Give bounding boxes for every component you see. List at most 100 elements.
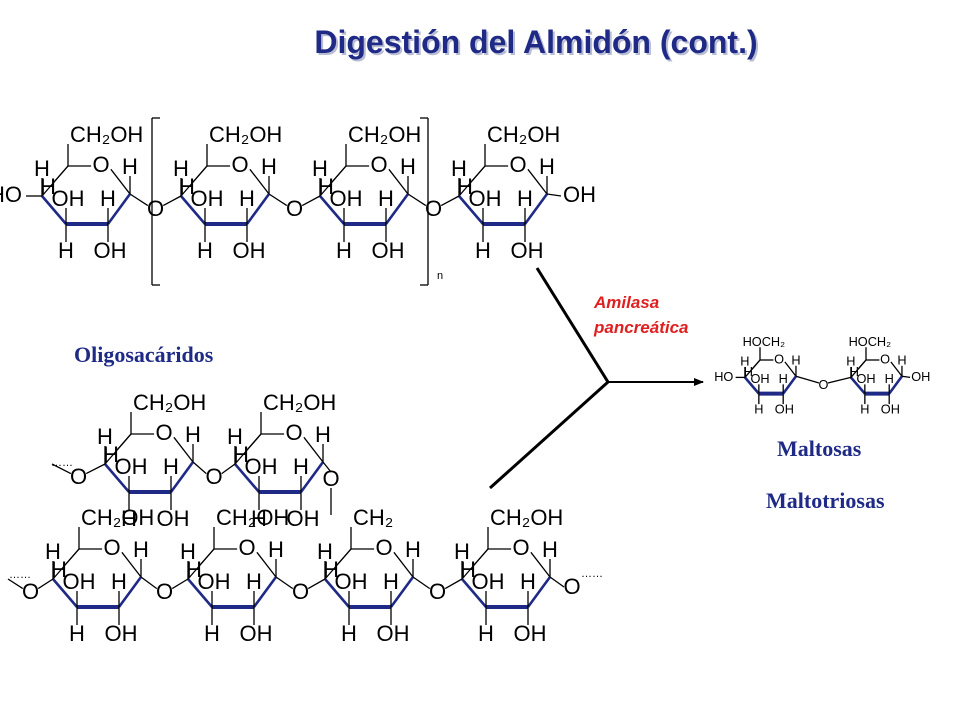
hydrogen-label: H: [261, 154, 277, 179]
bond: [827, 376, 852, 384]
hydrogen-label: H: [520, 569, 536, 594]
hydroxyl-label: OH: [911, 369, 930, 384]
hydroxyl-label: OH: [372, 238, 405, 263]
ring-oxygen-label: O: [103, 535, 120, 560]
hydrogen-label: H: [233, 442, 249, 467]
bond: [473, 548, 489, 566]
oligosaccharides-label: Oligosacáridos: [74, 342, 214, 367]
hydroxyl-label: OH: [472, 569, 505, 594]
bond: [784, 361, 797, 377]
bold-bond: [319, 195, 345, 225]
bond: [303, 436, 324, 463]
hydrogen-label: H: [475, 238, 491, 263]
hydrogen-label: H: [539, 154, 555, 179]
hydrogen-label: H: [40, 174, 56, 199]
hydroxyl-label: OH: [191, 186, 224, 211]
bond: [246, 433, 262, 451]
hydrogen-label: H: [293, 454, 309, 479]
bold-bond: [458, 195, 484, 225]
c6-group-label: CH₂OH: [216, 505, 289, 530]
c6-group-label: CH₂OH: [487, 122, 560, 147]
bond: [331, 165, 347, 183]
glycosidic-oxygen-label: O: [425, 196, 442, 221]
hydroxyl-label: OH: [157, 506, 190, 531]
bond: [407, 193, 427, 207]
chain-continuation: ……: [9, 569, 31, 581]
bond: [171, 578, 189, 590]
bold-bond: [389, 576, 415, 608]
bold-bond: [234, 463, 260, 493]
hydroxyl-label: OH: [52, 186, 85, 211]
hydrogen-label: H: [754, 401, 763, 416]
bond: [336, 548, 352, 566]
bond: [51, 463, 72, 475]
ring-oxygen-label: O: [509, 152, 526, 177]
hydroxyl-label: HO: [0, 182, 22, 207]
hydrogen-label: H: [173, 156, 189, 181]
hydrogen-label: H: [103, 442, 119, 467]
hydrogen-label: H: [791, 353, 800, 368]
ring-oxygen-label: O: [774, 351, 784, 366]
c6-group-label: CH₂: [353, 505, 393, 530]
bond: [121, 551, 142, 578]
glycosidic-oxygen-label: O: [70, 464, 87, 489]
hydrogen-label: H: [51, 557, 67, 582]
hydroxyl-label: OH: [63, 569, 96, 594]
hydrogen-label: H: [133, 537, 149, 562]
hydrogen-label: H: [405, 537, 421, 562]
bond: [751, 359, 761, 370]
enzyme-label-line1: Amilasa: [594, 293, 660, 312]
bold-bond: [888, 375, 904, 395]
hydrogen-label: H: [323, 557, 339, 582]
bond: [530, 551, 551, 578]
bold-bond: [743, 376, 760, 395]
hydroxyl-label: OH: [750, 371, 769, 386]
hydrogen-label: H: [97, 424, 113, 449]
hydroxyl-label: OH: [105, 621, 138, 646]
c6-group-label: HOCH₂: [743, 334, 786, 349]
bond: [549, 576, 565, 588]
hydrogen-label: H: [850, 364, 859, 379]
hydroxyl-label: OH: [240, 621, 273, 646]
hydrogen-label: H: [451, 156, 467, 181]
bond: [444, 578, 463, 590]
bold-bond: [41, 195, 67, 225]
hydroxyl-label: OH: [511, 238, 544, 263]
hydroxyl-label: OH: [881, 401, 900, 416]
glycosidic-oxygen-label: O: [22, 579, 39, 604]
bold-bond: [849, 376, 866, 395]
ring-oxygen-label: O: [231, 152, 248, 177]
starch-chain: OCH₂OHHHHOOHHHOHHOCH₂OHHHOHHHOHHOCH₂OHHH…: [0, 117, 596, 286]
hydroxyl-label: OH: [775, 401, 794, 416]
hydroxyl-label: OH: [330, 186, 363, 211]
maltotrioses-label: Maltotriosas: [766, 488, 885, 513]
chain-continuation: ……: [581, 568, 603, 580]
hydrogen-label: H: [239, 186, 255, 211]
ring-oxygen-label: O: [880, 351, 890, 366]
bond: [110, 168, 131, 195]
hydrogen-label: H: [268, 537, 284, 562]
ring-oxygen-label: O: [512, 535, 529, 560]
hydrogen-label: H: [341, 621, 357, 646]
hydroxyl-label: OH: [94, 238, 127, 263]
bond: [795, 375, 820, 384]
hydroxyl-label: OH: [514, 621, 547, 646]
hydrogen-label: H: [186, 557, 202, 582]
bond: [249, 168, 270, 195]
hydrogen-label: H: [122, 154, 138, 179]
hydrogen-label: H: [460, 557, 476, 582]
hydrogen-label: H: [121, 506, 137, 531]
hydrogen-label: H: [897, 353, 906, 368]
hydrogen-label: H: [185, 422, 201, 447]
hydrogen-label: H: [457, 174, 473, 199]
bond: [301, 195, 321, 207]
bold-bond: [104, 463, 130, 493]
bond: [857, 359, 867, 370]
hydrogen-label: H: [744, 364, 753, 379]
repeat-n-label: n: [437, 270, 443, 282]
c6-group-label: CH₂OH: [70, 122, 143, 147]
hydrogen-label: H: [34, 156, 50, 181]
hydrogen-label: H: [315, 422, 331, 447]
